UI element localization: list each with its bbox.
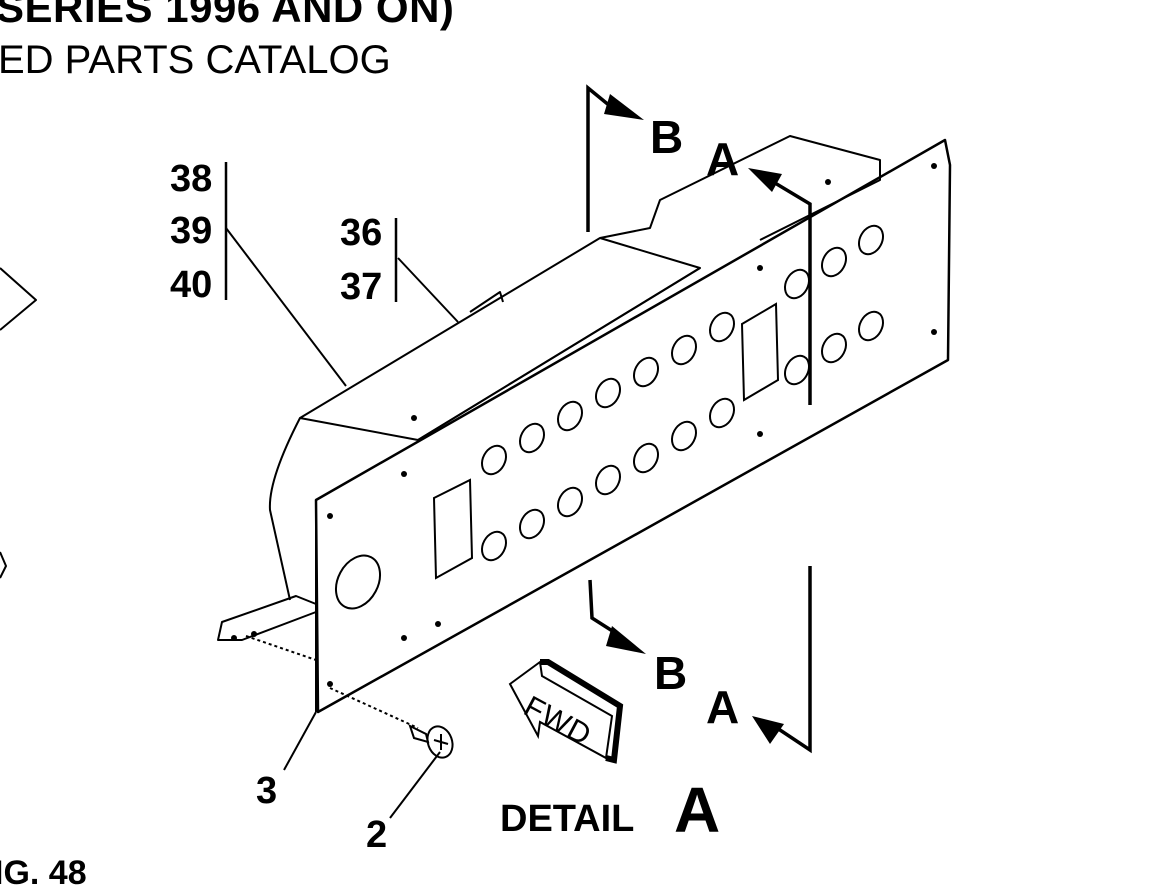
figure-label-fragment: IG. 48: [0, 854, 87, 892]
leader-39: [225, 227, 347, 387]
housing-rear-flange: [599, 135, 881, 241]
arrow-b-top: [604, 94, 644, 120]
housing-left-curve: [268, 417, 301, 601]
detail-label: DETAIL: [500, 798, 635, 840]
screw-part: [408, 724, 454, 759]
bracket-left: [217, 595, 317, 641]
section-line-b-top: [586, 84, 612, 232]
section-line-a-bottom: [767, 566, 812, 754]
callout-2: 2: [366, 814, 388, 856]
leader-3: [283, 711, 317, 771]
callout-37: 37: [340, 266, 383, 308]
section-line-a-top: [769, 178, 812, 405]
leader-36-37: [397, 257, 459, 323]
front-panel-outline: [314, 138, 952, 714]
partial-shape-left-bottom: [0, 551, 7, 579]
housing-top-edge: [417, 267, 701, 441]
arrow-a-top: [748, 168, 782, 192]
leader-2: [389, 751, 441, 819]
section-marker-a-top: A: [706, 133, 740, 185]
catalog-title-line-2: ED PARTS CATALOG: [0, 38, 391, 82]
section-marker-a-bottom: A: [706, 681, 740, 733]
callout-3: 3: [256, 770, 278, 812]
callout-39: 39: [170, 210, 213, 252]
section-marker-b-top: B: [650, 111, 684, 163]
section-line-b-bottom: [588, 579, 615, 634]
arrow-b-bottom: [606, 626, 646, 654]
callout-38: 38: [170, 158, 213, 200]
panel-line-drawing: [0, 84, 952, 819]
section-marker-b-bottom: B: [654, 647, 688, 699]
callout-36: 36: [340, 212, 383, 254]
arrow-a-bottom: [752, 716, 784, 744]
detail-letter: A: [674, 774, 721, 846]
housing-tab: [469, 291, 504, 313]
catalog-title-line-1: SERIES 1996 AND ON): [0, 0, 455, 31]
fwd-arrow-icon: [508, 659, 624, 764]
screw-axis: [329, 687, 419, 729]
callout-40: 40: [170, 264, 213, 306]
partial-shape-left-top: [0, 267, 37, 331]
